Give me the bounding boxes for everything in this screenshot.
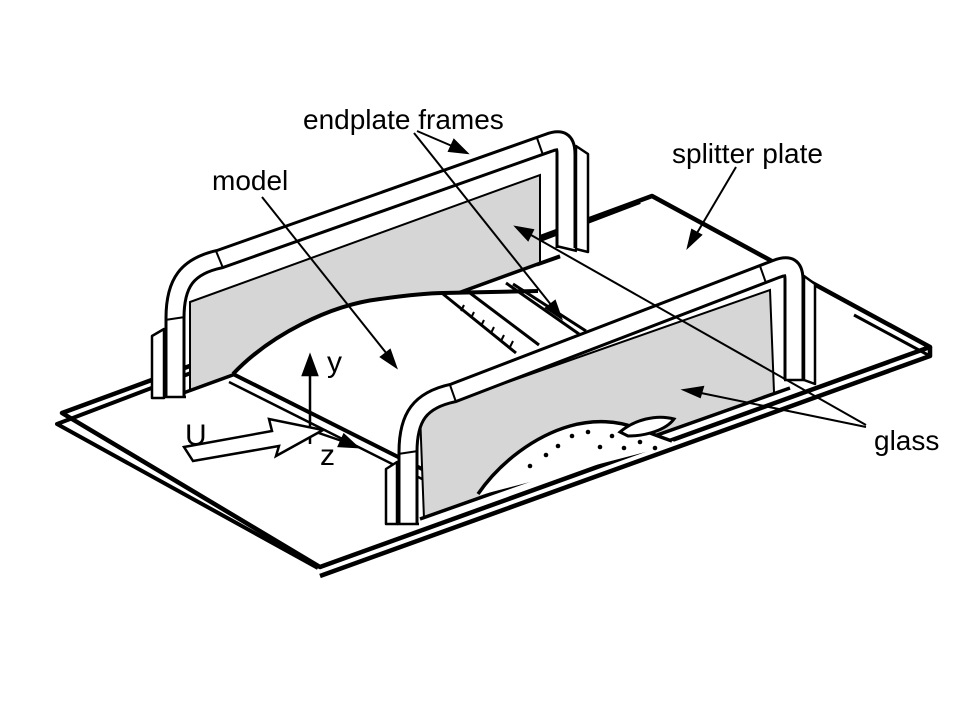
band-line-a: [442, 292, 517, 355]
far-frame-left-post-side-face: [150, 327, 166, 400]
arrowhead-glass-near: [680, 385, 705, 399]
z-axis-arrowhead: [337, 432, 361, 449]
top-surface-tap-ticks: [460, 304, 514, 348]
arrowhead-glass-far: [513, 225, 535, 242]
pressure-tap-dots: [527, 429, 658, 469]
near-glass-edge-line: [418, 288, 775, 520]
far-frame-corner-tick-1: [164, 316, 186, 321]
far-base-line-segment: [536, 255, 561, 267]
near-frame-right-post-side-face: [802, 274, 817, 386]
far-frame-right-post-side-face: [574, 144, 590, 254]
near-frame-rail-tick: [759, 265, 767, 284]
leader-endplate-frames-short: [416, 130, 453, 147]
far-frame-corner-tick-2: [215, 250, 224, 269]
label-glass: glass: [874, 425, 939, 456]
leader-glass-far: [530, 234, 867, 426]
model-silhouette-fill: [478, 421, 680, 495]
near-frame-corner-tick-1: [397, 450, 419, 455]
model-far-profile-curve: [231, 289, 539, 376]
model-tail-leaf: [617, 415, 677, 438]
leader-endplate-frames-long: [413, 132, 553, 307]
near-frame-left-post-side-face: [384, 460, 399, 526]
near-frame-corner-tick-2: [449, 384, 457, 403]
leader-model: [261, 196, 388, 355]
label-z-axis: z: [320, 439, 335, 472]
band-line-b: [465, 288, 540, 347]
arrowhead-model: [379, 348, 398, 370]
y-axis-arrowhead: [301, 352, 319, 377]
far-frame-rail-tick: [536, 137, 544, 156]
leader-splitter-plate: [696, 166, 737, 234]
label-y-axis: y: [327, 346, 342, 379]
arrowhead-endplate-frames-short: [447, 138, 470, 155]
band-line-c: [505, 281, 580, 336]
near-endplate-frame: [384, 256, 817, 526]
label-model: model: [212, 165, 288, 196]
label-flow-u: U: [185, 419, 207, 452]
leader-glass-near: [700, 392, 867, 428]
far-glass-edge-line: [189, 173, 541, 389]
arrowhead-endplate-frames-long: [544, 299, 563, 321]
splitter-plate-right-thickness: [853, 313, 931, 358]
far-frame-right-base-cap: [555, 244, 578, 253]
far-endplate-frame: [150, 130, 590, 400]
model-silhouette: [476, 415, 680, 495]
flow-direction-arrow: [181, 417, 327, 463]
label-splitter-plate: splitter plate: [672, 138, 823, 169]
leaders: [261, 130, 867, 428]
label-endplate-frames: endplate frames: [303, 104, 504, 135]
arrowhead-splitter-plate: [686, 228, 703, 250]
